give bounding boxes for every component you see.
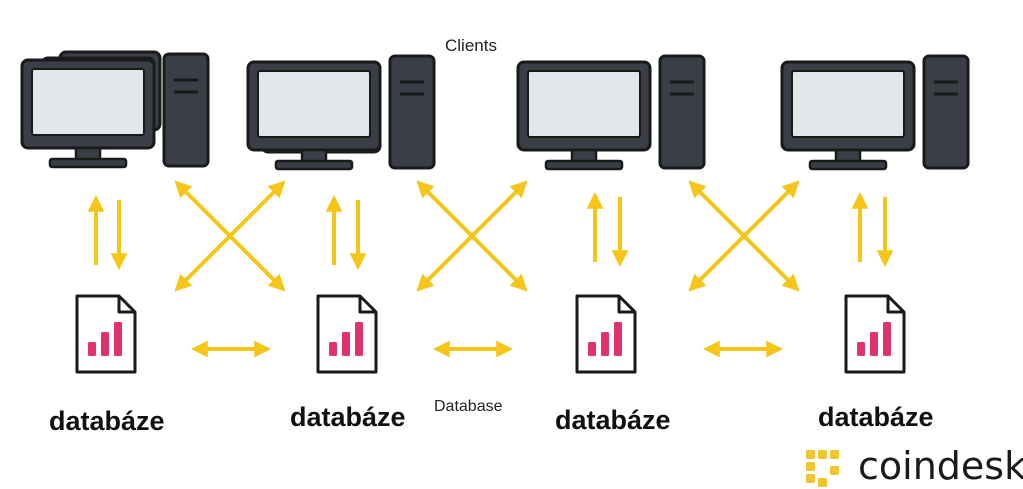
- client-computer-2: [246, 54, 436, 171]
- database-file-icon: [844, 294, 906, 374]
- desktop-computer-icon: [20, 50, 210, 169]
- cross-arrow-3b: [688, 180, 800, 292]
- desktop-computer-icon: [780, 54, 970, 171]
- diagonal-arrows: [174, 180, 800, 292]
- database-name-4: databáze: [818, 402, 934, 432]
- database-file-icon: [75, 294, 137, 374]
- cross-arrow-2b: [416, 180, 528, 292]
- database-name-2: databáze: [290, 402, 406, 432]
- clients-label: Clients: [445, 36, 497, 55]
- cross-arrow-1b: [174, 180, 286, 292]
- coindesk-logo-icon: [806, 450, 839, 487]
- database-label: Database: [434, 398, 503, 415]
- database-file-icon: [575, 294, 637, 374]
- client-computer-3: [516, 54, 706, 171]
- vertical-arrows: [87, 191, 894, 271]
- database-name-1: databáze: [49, 406, 165, 436]
- client-computer-4: [780, 54, 970, 171]
- desktop-computer-icon: [516, 54, 706, 171]
- desktop-computer-icon: [246, 54, 436, 171]
- client-computer-1: [20, 50, 210, 169]
- coindesk-wordmark: coindesk: [858, 444, 1023, 488]
- database-file-icon: [316, 294, 378, 374]
- database-name-3: databáze: [555, 405, 671, 435]
